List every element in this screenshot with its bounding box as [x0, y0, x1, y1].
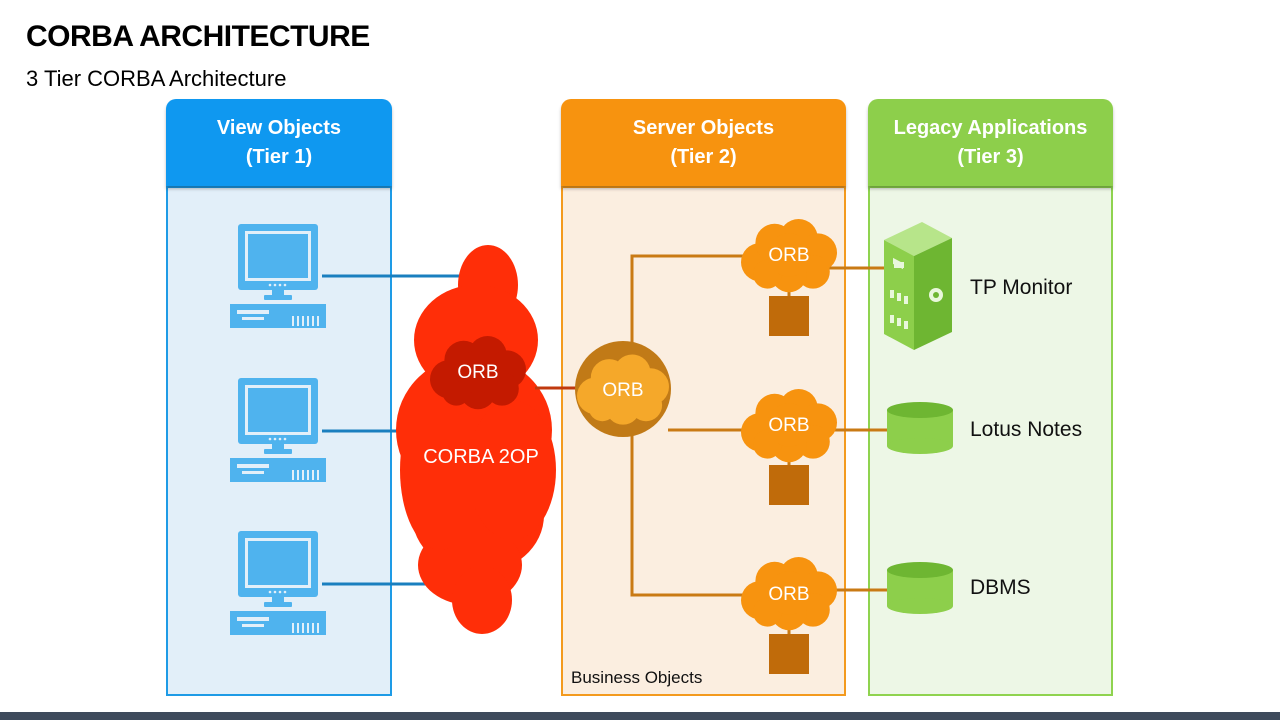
tier1-number: (Tier 1)	[245, 146, 313, 168]
computer-icon	[230, 224, 326, 328]
tier2-name: Server Objects	[632, 117, 775, 139]
server-orb-label: ORB	[768, 415, 809, 436]
business-object-box	[769, 634, 809, 674]
tier1-header: View Objects (Tier 1)	[166, 99, 392, 186]
slide-subtitle: 3 Tier CORBA Architecture	[26, 66, 287, 91]
business-object-box	[769, 296, 809, 336]
tier3-number: (Tier 3)	[957, 146, 1024, 168]
server-orb-label: ORB	[768, 245, 809, 266]
tier3-header: Legacy Applications (Tier 3)	[868, 99, 1113, 186]
hub-orb-label: ORB	[602, 380, 643, 401]
network-label: CORBA 2OP	[423, 446, 539, 468]
network-orb-label: ORB	[457, 362, 498, 383]
database-icon	[887, 402, 953, 454]
tier2-number: (Tier 2)	[670, 146, 737, 168]
footer-bar	[0, 712, 1280, 720]
tier1-name: View Objects	[216, 117, 342, 139]
business-object-box	[769, 465, 809, 505]
legacy-item-label: DBMS	[970, 576, 1031, 599]
legacy-item-label: TP Monitor	[970, 276, 1073, 299]
database-icon	[887, 562, 953, 614]
server-orb-label: ORB	[768, 584, 809, 605]
tier2-header: Server Objects (Tier 2)	[561, 99, 846, 186]
computer-icon	[230, 378, 326, 482]
computer-icon	[230, 531, 326, 635]
slide-title: CORBA ARCHITECTURE	[26, 20, 370, 53]
corba-network-cloud	[396, 245, 556, 634]
legacy-item-label: Lotus Notes	[970, 418, 1083, 441]
tier3-name: Legacy Applications	[893, 117, 1088, 139]
business-objects-label: Business Objects	[571, 668, 703, 687]
server-tower-icon	[884, 222, 952, 350]
